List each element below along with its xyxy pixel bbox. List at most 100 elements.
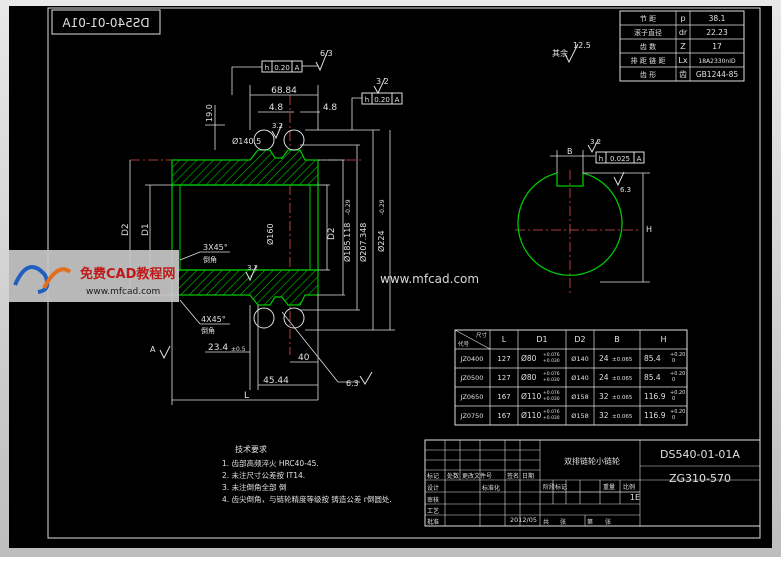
chamfer1-note: 倒角	[203, 255, 217, 264]
rough-right-val: 3.2	[376, 77, 389, 86]
title-block: 双排链轮小链轮 DS540-01-01A ZG310-570 1E 2012/0…	[424, 439, 761, 527]
dim-45-44: 45.44	[263, 376, 289, 386]
tol2-sym: h	[365, 96, 369, 104]
chamfer2-text: 4X45°	[201, 315, 226, 324]
tb-label-3: 签名	[507, 472, 519, 480]
tb-label-11: 重量	[603, 483, 615, 491]
size-header-B: B	[614, 335, 620, 344]
rough-key2-val: 6.3	[620, 186, 631, 194]
size-header-D1: D1	[536, 335, 547, 344]
size-header-D2: D2	[574, 335, 585, 344]
part-name: 双排链轮小链轮	[564, 456, 620, 466]
size-L-3: 167	[497, 412, 510, 420]
size-D2-3: Ø158	[571, 412, 589, 420]
size-B-tol-0: ±0.065	[612, 357, 633, 363]
size-D1-0: Ø80	[521, 354, 537, 363]
tb-label-6: 标准化	[482, 484, 500, 492]
dim-160: Ø160	[265, 223, 275, 245]
dim-key-H: H	[646, 225, 652, 234]
chamfer-note-2: 4X45° 倒角	[179, 299, 230, 335]
bore-outline	[171, 184, 319, 271]
roughness-mid: 3.2	[245, 264, 258, 282]
tb-label-10: 阶段标记	[543, 483, 567, 491]
tb-label-16: 张	[605, 518, 611, 526]
size-header-a: 尺寸	[476, 331, 488, 339]
size-H-3: 116.9	[644, 411, 666, 420]
tol2-val: 0.20	[374, 96, 390, 104]
tb-label-15: 第	[587, 518, 593, 526]
param-sym-0: p	[680, 14, 685, 23]
note-1: 1. 齿部高频淬火 HRC40-45.	[222, 458, 319, 468]
size-H-tol-lo-1: 0	[672, 377, 675, 383]
dim-key-B: B	[567, 147, 573, 156]
tb-label-8: 工艺	[427, 507, 439, 515]
date-value: 2012/05	[510, 516, 537, 524]
size-D2-0: Ø140	[571, 355, 589, 363]
scale-value: 1E	[630, 493, 640, 502]
size-D1-2: Ø110	[521, 392, 541, 401]
note-2: 2. 未注尺寸公差按 IT14.	[222, 470, 305, 480]
rough-bottom-val: 6.3	[346, 379, 359, 388]
dim-185-tol: -0.29	[345, 199, 352, 215]
roughness-bottom: 6.3	[346, 371, 373, 388]
tb-label-5: 设计	[427, 484, 439, 492]
tolerance-frame-1: h 0.20 A	[231, 60, 318, 95]
size-B-1: 24	[599, 373, 609, 382]
roughness-key: 3.2	[587, 138, 601, 154]
logo-text: 免费CAD教程网	[80, 266, 175, 282]
logo-swirl-icon	[13, 265, 72, 294]
tb-label-0: 标记	[427, 472, 439, 480]
param-val-2: 17	[712, 42, 722, 51]
dim-185: Ø185.118	[342, 223, 352, 262]
logo-url: www.mfcad.com	[86, 287, 160, 297]
size-D1-tol-up-1: +0.076	[543, 371, 560, 377]
rough-key-val: 3.2	[590, 138, 601, 146]
dim-23-4: 23.4	[208, 343, 228, 353]
size-code-1: JZ0500	[460, 374, 484, 382]
tol1-sym: h	[265, 64, 269, 72]
bore-with-keyway	[517, 172, 623, 276]
size-H-tol-lo-0: 0	[672, 358, 675, 364]
tolerance-frame-3: h 0.025 A	[595, 151, 645, 164]
mirrored-code-box: DS540-01-01A	[51, 9, 161, 35]
dim-68-84: 68.84	[271, 86, 297, 96]
keyway-view: B H h 0.025 A 3.2 6.3	[515, 138, 652, 295]
size-B-3: 32	[599, 411, 609, 420]
rough-top-val: 6.3	[320, 49, 333, 58]
tooth-profile-2	[283, 129, 305, 151]
size-H-tol-up-2: +0.20	[670, 390, 685, 396]
note-3: 3. 未注倒角全部 倒	[222, 482, 286, 492]
size-D1-3: Ø110	[521, 411, 541, 420]
side-a-label: A	[150, 345, 156, 354]
rough-flange-val: 3.2	[272, 122, 283, 130]
size-H-tol-up-0: +0.20	[670, 352, 685, 358]
size-code-3: JZ0750	[460, 412, 484, 420]
roughness-top: 6.3	[315, 49, 333, 72]
watermark-site: www.mfcad.com	[380, 272, 479, 286]
size-H-tol-lo-2: 0	[672, 396, 675, 402]
size-L-0: 127	[497, 355, 510, 363]
size-H-tol-up-3: +0.20	[670, 409, 685, 415]
size-code-2: JZ0650	[460, 393, 484, 401]
param-name-3: 排 距 链 距	[631, 56, 666, 65]
size-D2-1: Ø140	[571, 374, 589, 382]
roughness-right: 3.2	[373, 77, 389, 95]
section-view: D2 Ø185.118 Ø207.348 Ø224 -0.29 -0.29 D2…	[121, 49, 403, 405]
param-sym-3: Lx	[678, 56, 687, 65]
size-H-tol-lo-3: 0	[672, 415, 675, 421]
size-D1-tol-up-3: +0.076	[543, 409, 560, 415]
chamfer1-text: 3X45°	[203, 243, 228, 252]
param-name-2: 齿 数	[640, 42, 656, 51]
note-4: 4. 齿尖倒角，与链轮精度等级按 铸造公差 r倒圆处.	[222, 494, 392, 504]
size-D1-tol-lo-2: +0.030	[543, 396, 560, 402]
chamfer-note-1: 3X45° 倒角	[179, 243, 230, 264]
size-B-2: 32	[599, 392, 609, 401]
roughness-default-value: 12.5	[573, 41, 591, 50]
param-val-0: 38.1	[709, 14, 726, 23]
param-sym-1: dr	[679, 28, 688, 37]
dim-D2-left: D2	[121, 223, 131, 236]
dim-4-8-a: 4.8	[269, 103, 284, 113]
tol1-ref: A	[295, 64, 300, 72]
